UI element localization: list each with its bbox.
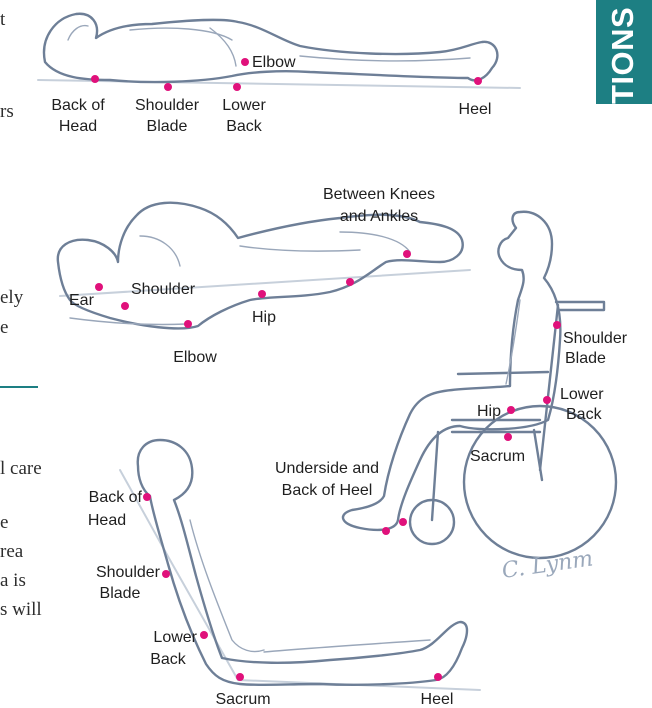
- page-text-line-9: s will: [0, 599, 42, 620]
- supine-label-elbow: Elbow: [252, 54, 296, 71]
- wheelchair-sacrum-marker: [504, 433, 512, 441]
- supine-face-line: [68, 26, 88, 40]
- wheelchair-label-lower-back-line2: Back: [566, 406, 603, 423]
- figure-side-lying: Between Knees and Ankles Ear Shoulder Hi…: [58, 186, 470, 366]
- reclined-label-sacrum: Sacrum: [215, 691, 270, 708]
- side-hip-marker: [258, 290, 266, 298]
- wheelchair-heel-marker-2: [382, 527, 390, 535]
- page-text-line-3: ely: [0, 287, 24, 308]
- side-ankles-marker: [403, 250, 411, 258]
- supine-label-shoulder-blade-line1: Shoulder: [135, 97, 200, 114]
- figure-supine: Back of Head Shoulder Blade Lower Back E…: [38, 14, 520, 135]
- wheelchair-label-sacrum: Sacrum: [470, 448, 525, 465]
- side-arm-line: [140, 236, 180, 266]
- supine-forearm-line: [210, 28, 236, 66]
- supine-lower-back-marker: [233, 83, 241, 91]
- side-label-between-line2: and Ankles: [340, 208, 418, 225]
- reclined-shoulder-blade-marker: [162, 570, 170, 578]
- side-hip-line: [240, 246, 360, 251]
- supine-figure-outline: [44, 14, 497, 82]
- reclined-label-shoulder-blade-line2: Blade: [100, 585, 141, 602]
- supine-label-back-of-head-line2: Head: [59, 118, 97, 135]
- reclined-heel-marker: [434, 673, 442, 681]
- supine-shoulder-blade-marker: [164, 83, 172, 91]
- artist-signature: C. Lynm: [500, 546, 594, 584]
- reclined-arm-line: [190, 520, 264, 652]
- side-label-between-line1: Between Knees: [323, 186, 435, 203]
- wheelchair-label-underside-line2: Back of Heel: [282, 482, 373, 499]
- side-ear-marker: [95, 283, 103, 291]
- side-label-ear: Ear: [69, 292, 95, 309]
- wheelchair-label-lower-back-line1: Lower: [560, 386, 604, 403]
- page-text-line-1: t: [0, 9, 6, 30]
- wheelchair-hip-marker: [507, 406, 515, 414]
- reclined-label-lower-back-line2: Back: [150, 651, 187, 668]
- reclined-back-of-head-marker: [143, 493, 151, 501]
- wheelchair-label-shoulder-blade-line2: Blade: [565, 350, 606, 367]
- wheelchair-armrest: [458, 372, 548, 374]
- reclined-label-heel: Heel: [421, 691, 454, 708]
- wheelchair-shoulder-blade-marker: [553, 321, 561, 329]
- page-text-line-8: a is: [0, 570, 26, 591]
- reclined-lower-back-marker: [200, 631, 208, 639]
- reclined-leg-line: [264, 640, 430, 652]
- reclined-sacrum-marker: [236, 673, 244, 681]
- supine-back-of-head-marker: [91, 75, 99, 83]
- supine-label-lower-back-line2: Back: [226, 118, 263, 135]
- page-text-fragments: t rs ely e l care e rea a is s will: [0, 9, 42, 620]
- wheelchair-label-hip: Hip: [477, 403, 501, 420]
- supine-elbow-marker: [241, 58, 249, 66]
- side-knee-line: [340, 232, 410, 252]
- wheelchair-label-shoulder-blade-line1: Shoulder: [563, 330, 628, 347]
- reclined-label-back-of-head-line1: Back of: [89, 489, 143, 506]
- side-label-hip: Hip: [252, 309, 276, 326]
- reclined-label-shoulder-blade-line1: Shoulder: [96, 564, 161, 581]
- side-label-elbow: Elbow: [173, 349, 217, 366]
- wheelchair-label-underside-line1: Underside and: [275, 460, 379, 477]
- side-knees-marker: [346, 278, 354, 286]
- side-shoulder-marker: [121, 302, 129, 310]
- supine-label-back-of-head-line1: Back of: [51, 97, 105, 114]
- figure-reclined: Back of Head Shoulder Blade Lower Back S…: [88, 440, 480, 708]
- supine-leg-line: [300, 56, 470, 61]
- wheelchair-lower-back-marker: [543, 396, 551, 404]
- reclined-label-lower-back-line1: Lower: [153, 629, 197, 646]
- supine-label-shoulder-blade-line2: Blade: [147, 118, 188, 135]
- page-text-line-4: e: [0, 317, 8, 338]
- page-text-line-6: e: [0, 512, 8, 533]
- supine-label-lower-back-line1: Lower: [222, 97, 266, 114]
- wheelchair-handle: [556, 302, 604, 310]
- page-text-line-5: l care: [0, 458, 42, 479]
- wheelchair-heel-marker-1: [399, 518, 407, 526]
- supine-label-heel: Heel: [459, 101, 492, 118]
- supine-heel-marker: [474, 77, 482, 85]
- reclined-label-back-of-head-line2: Head: [88, 512, 126, 529]
- figure-wheelchair: Shoulder Blade Lower Back Hip Sacrum Und…: [275, 212, 628, 584]
- page-text-line-2: rs: [0, 101, 14, 122]
- side-elbow-marker: [184, 320, 192, 328]
- page-text-line-7: rea: [0, 541, 24, 562]
- side-label-shoulder: Shoulder: [131, 281, 196, 298]
